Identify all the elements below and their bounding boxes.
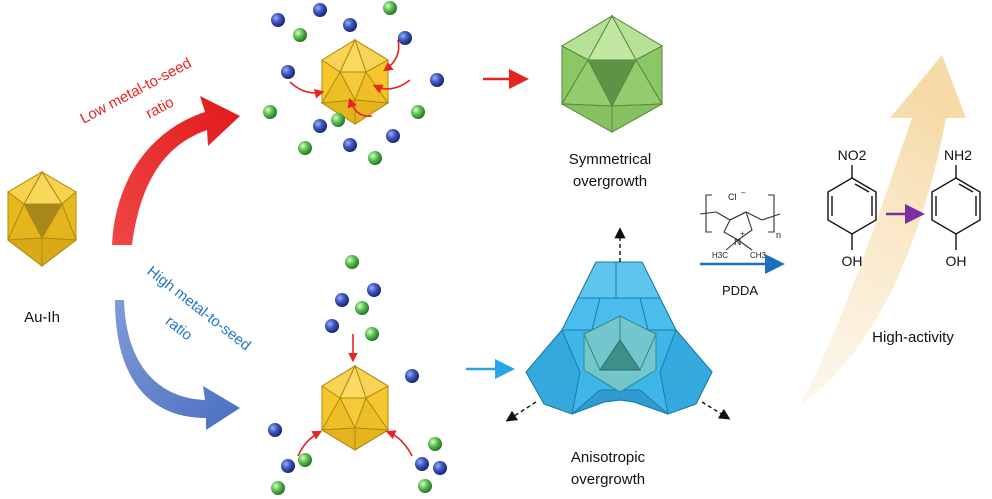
metal-atom-blue (398, 31, 412, 45)
high-ratio-label-line1: High metal-to-seed (144, 263, 254, 354)
pdda-methyl-right: CH3 (750, 251, 767, 260)
aminophenol-hydroxyl: OH (946, 253, 967, 269)
atom-arrow (372, 79, 411, 94)
metal-atom-green (293, 28, 307, 42)
metal-atom-blue (367, 283, 381, 297)
metal-atom-blue (430, 73, 444, 87)
metal-atom-green (368, 151, 382, 165)
metal-atom-blue (335, 293, 349, 307)
atom-arrow (297, 430, 323, 457)
metal-atom-green (271, 481, 285, 495)
anisotropic-overgrowth-particle (525, 261, 713, 415)
nitro-group-label: NO2 (838, 147, 867, 163)
metal-atom-blue (281, 65, 295, 79)
metal-atom-blue (268, 423, 282, 437)
low-ratio-label-line2: ratio (143, 94, 177, 123)
metal-atom-blue (313, 119, 327, 133)
pdda-counterion: Cl (728, 192, 737, 202)
metal-atom-blue (386, 129, 400, 143)
top-seed-icosahedron (320, 38, 390, 125)
symmetric-label-line1: Symmetrical (569, 151, 652, 168)
metal-atom-green (418, 479, 432, 493)
pdda-repeat-n: n (776, 230, 781, 240)
pdda-label: PDDA (722, 283, 758, 298)
amino-group-label: NH2 (944, 147, 972, 163)
au-ih-seed-icosahedron (6, 170, 78, 268)
seed-label: Au-Ih (24, 309, 60, 326)
high-activity-arrow (800, 55, 966, 405)
pdda-counterion-charge: – (741, 188, 746, 197)
nitrophenol-structure (827, 165, 877, 250)
metal-atom-green (365, 327, 379, 341)
metal-atom-green (355, 301, 369, 315)
nitrophenol-hydroxyl: OH (842, 253, 863, 269)
metal-atom-green (345, 255, 359, 269)
metal-atom-blue (415, 457, 429, 471)
anisotropic-label-line1: Anisotropic (571, 449, 646, 466)
symmetric-label-line2: overgrowth (573, 173, 647, 190)
metal-atom-blue (433, 461, 447, 475)
metal-atom-green (331, 113, 345, 127)
pdda-methyl-left: H3C (712, 251, 728, 260)
anisotropic-label-line2: overgrowth (571, 471, 645, 488)
metal-atom-blue (271, 13, 285, 27)
atom-arrow (289, 81, 325, 99)
metal-atom-blue (281, 459, 295, 473)
metal-atom-blue (313, 3, 327, 17)
pdda-structure (699, 194, 781, 251)
pdda-nitrogen-charge: + (740, 229, 745, 238)
metal-atom-blue (405, 369, 419, 383)
atom-arrow (383, 39, 400, 72)
metal-atom-blue (325, 319, 339, 333)
pdda-nitrogen: N (734, 237, 741, 248)
low-ratio-label-line1: Low metal-to-seed (77, 55, 194, 128)
metal-atom-blue (343, 18, 357, 32)
aminophenol-structure (931, 165, 981, 250)
high-activity-label: High-activity (872, 329, 954, 346)
bottom-seed-with-atoms (268, 255, 447, 495)
metal-atom-green (298, 453, 312, 467)
bottom-seed-icosahedron (320, 364, 390, 451)
low-ratio-arrow (112, 96, 240, 245)
metal-atom-green (428, 437, 442, 451)
metal-atom-green (263, 105, 277, 119)
atom-arrow (385, 430, 413, 457)
growth-direction-right-arrow (701, 401, 731, 420)
growth-direction-left-arrow (505, 401, 537, 422)
metal-atom-green (298, 141, 312, 155)
metal-atom-blue (343, 138, 357, 152)
high-ratio-arrow (115, 300, 240, 430)
top-seed-with-atoms (263, 1, 444, 165)
symmetric-overgrowth-icosahedron (560, 14, 664, 133)
metal-atom-green (383, 1, 397, 15)
metal-atom-green (411, 105, 425, 119)
high-ratio-label-line2: ratio (162, 313, 195, 344)
atom-arrow (347, 97, 373, 117)
